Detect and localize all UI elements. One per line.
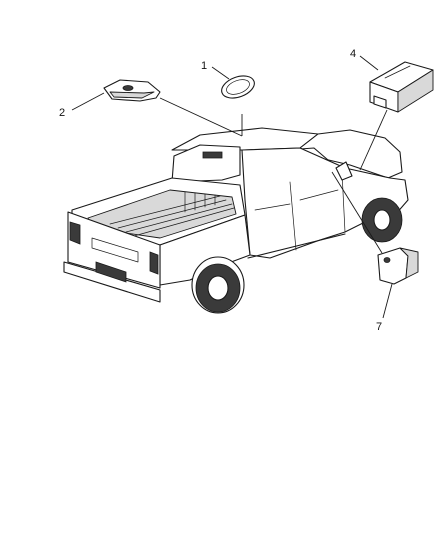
callout-1: 1 — [201, 60, 207, 72]
license-plate — [95, 261, 127, 283]
callout-labels: 1 2 4 7 — [59, 48, 382, 333]
part-1-dome-lamp-lens — [221, 75, 255, 99]
part-7-switch — [377, 247, 419, 285]
door-seam — [289, 181, 297, 251]
leader-7-label — [382, 283, 393, 319]
tail-light-left — [69, 221, 81, 245]
part-4-control-module — [369, 61, 434, 113]
leader-2-to-truck — [159, 97, 243, 137]
front-door-seam — [341, 171, 346, 233]
tail-light-right — [149, 251, 159, 275]
front-rim — [373, 209, 391, 231]
rear-bumper — [63, 261, 161, 303]
leader-2-label — [71, 92, 105, 111]
door-handle-line — [299, 189, 339, 201]
leader-4-label — [359, 55, 379, 71]
leader-7-to-truck — [331, 171, 383, 254]
callout-4: 4 — [350, 48, 356, 60]
bed-ribs — [109, 191, 235, 237]
rear-rim — [207, 275, 229, 301]
cab-roof — [171, 127, 319, 151]
running-board — [247, 233, 346, 259]
callout-7: 7 — [376, 321, 382, 333]
third-brake-light — [202, 151, 223, 159]
tailgate-handle — [91, 237, 139, 263]
tailgate — [67, 211, 161, 289]
leader-lines — [71, 55, 393, 319]
side-mirror — [335, 161, 353, 181]
leader-1-label — [211, 66, 230, 80]
rear-door-handle-line — [254, 203, 291, 211]
pickup-truck — [63, 127, 409, 314]
leader-4-to-truck — [359, 109, 388, 171]
callout-2: 2 — [59, 107, 65, 119]
part-2-overhead-lamp — [103, 79, 161, 102]
hood — [299, 129, 403, 179]
